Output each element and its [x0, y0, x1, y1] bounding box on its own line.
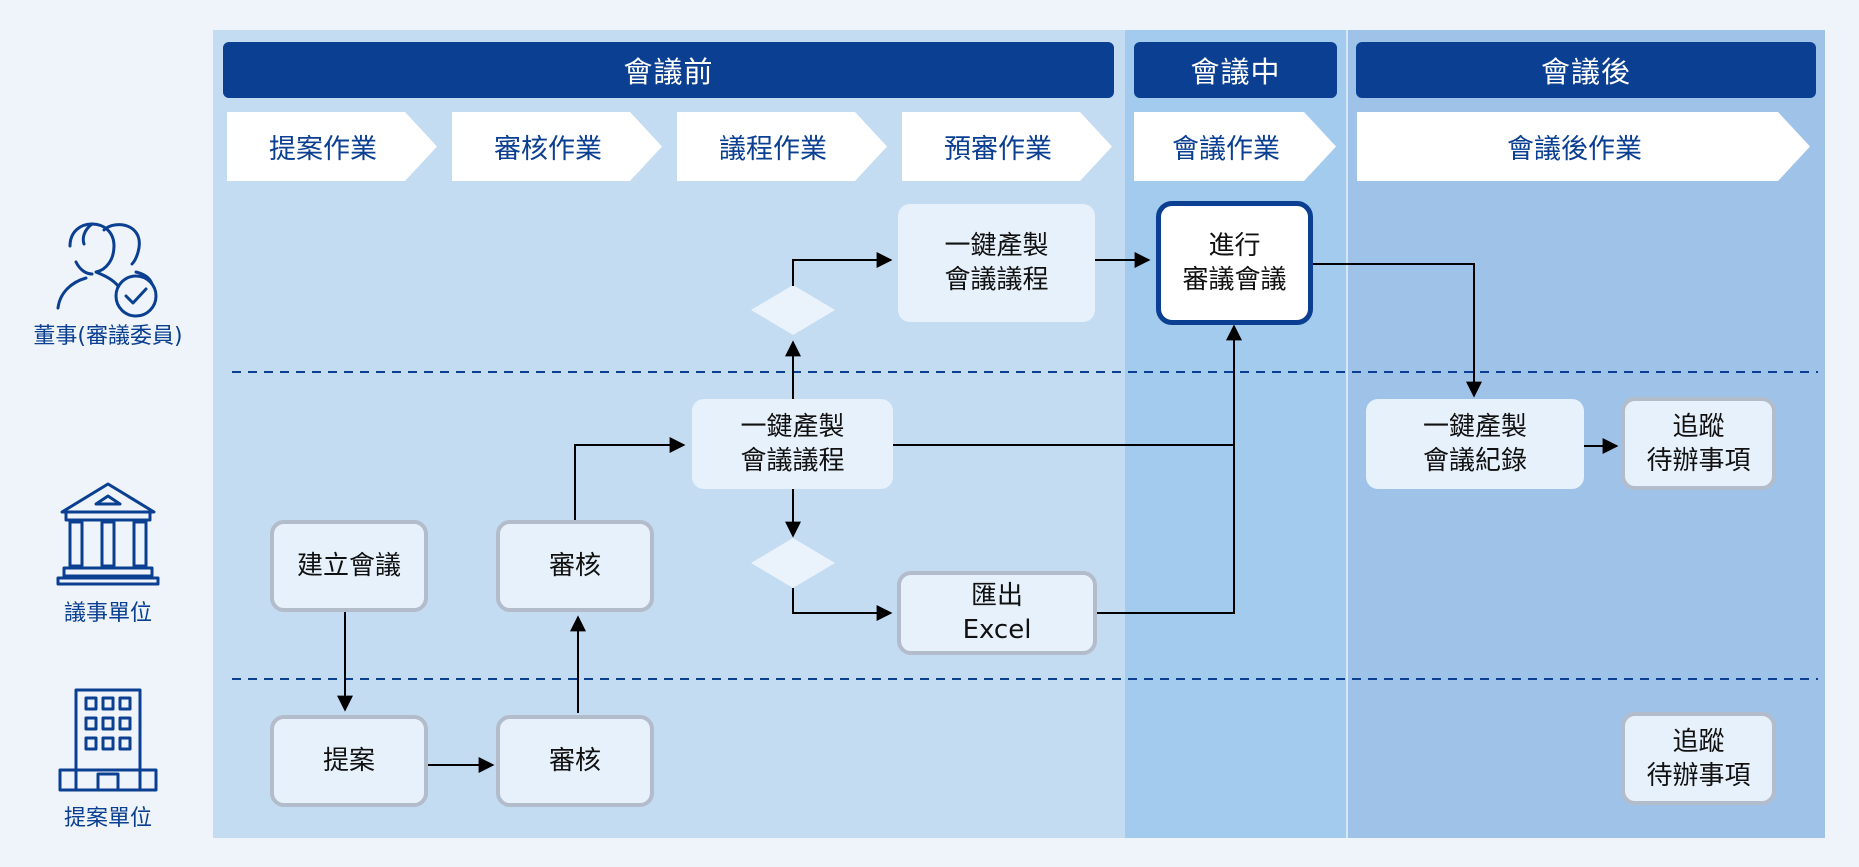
people-check-icon — [56, 222, 158, 318]
node-secretariat-review: 審核 — [496, 520, 654, 612]
node-proposer-review: 審核 — [496, 715, 654, 807]
step-proposal: 提案作業 — [227, 112, 437, 181]
phase-header-before: 會議前 — [223, 42, 1114, 98]
phase-divider — [1346, 30, 1348, 838]
chevron-shape — [452, 112, 662, 181]
phase-header-during: 會議中 — [1134, 42, 1337, 98]
step-label: 審核作業 — [494, 134, 602, 165]
step-meeting: 會議作業 — [1134, 112, 1336, 181]
step-prereview: 預審作業 — [902, 112, 1112, 181]
building-columns-icon — [56, 482, 160, 586]
chevron-shape — [677, 112, 887, 181]
step-label: 提案作業 — [269, 134, 377, 165]
node-secretariat-track-todos: 追蹤 待辦事項 — [1621, 397, 1776, 490]
chevron-shape — [1357, 112, 1810, 181]
node-create-meeting: 建立會議 — [270, 520, 428, 612]
node-proposer-track-todos: 追蹤 待辦事項 — [1621, 712, 1776, 805]
role-label-proposer: 提案單位 — [63, 806, 152, 831]
step-agenda: 議程作業 — [677, 112, 887, 181]
step-label: 會議作業 — [1172, 134, 1280, 165]
step-post-meeting: 會議後作業 — [1357, 112, 1810, 181]
node-generate-minutes: 一鍵產製 會議紀錄 — [1366, 399, 1584, 489]
role-label-secretariat: 議事單位 — [63, 601, 152, 626]
node-export-excel: 匯出 Excel — [897, 571, 1097, 655]
role-label-directors: 董事(審議委員) — [33, 324, 183, 349]
office-building-icon — [58, 688, 158, 792]
step-review: 審核作業 — [452, 112, 662, 181]
chevron-shape — [227, 112, 437, 181]
step-label: 議程作業 — [719, 134, 827, 165]
node-conduct-meeting: 進行 審議會議 — [1156, 201, 1313, 325]
node-proposal: 提案 — [270, 715, 428, 807]
node-director-generate-agenda: 一鍵產製 會議議程 — [898, 204, 1095, 322]
chevron-shape — [902, 112, 1112, 181]
phase-header-after: 會議後 — [1356, 42, 1816, 98]
chevron-shape — [1134, 112, 1336, 181]
step-label: 會議後作業 — [1507, 134, 1642, 165]
step-label: 預審作業 — [944, 134, 1052, 165]
node-secretariat-generate-agenda: 一鍵產製 會議議程 — [692, 399, 893, 489]
